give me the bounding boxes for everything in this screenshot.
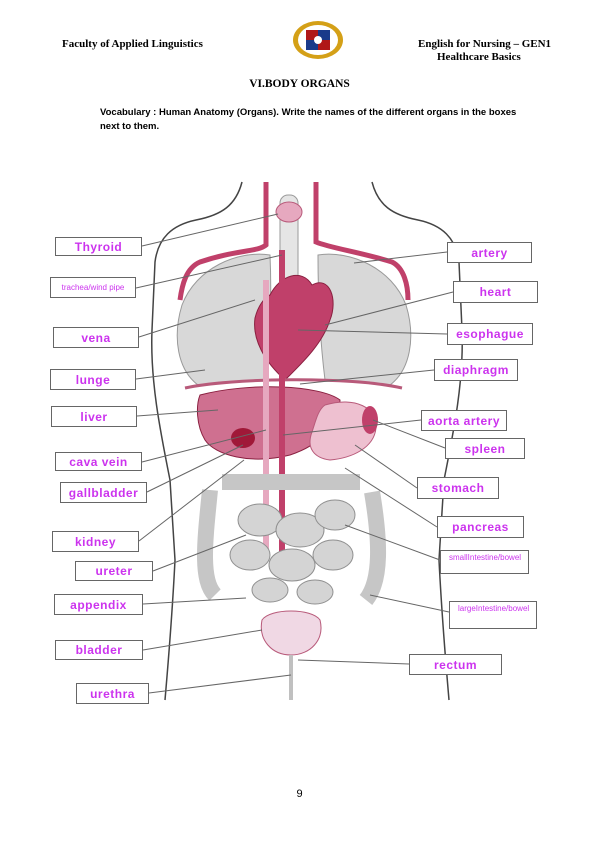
- major-vessels: [177, 182, 411, 301]
- label-stomach[interactable]: stomach: [417, 477, 499, 499]
- large-intestine: [197, 474, 387, 605]
- lungs: [176, 253, 412, 386]
- label-large-intestine-line1: large: [458, 604, 476, 613]
- gallbladder-shape: [231, 428, 255, 448]
- faculty-logo: [293, 21, 343, 59]
- label-bladder[interactable]: bladder: [55, 640, 143, 660]
- thyroid-gland: [275, 201, 303, 223]
- label-large-intestine-line2: Intestine/bowel: [475, 604, 530, 613]
- label-kidney[interactable]: kidney: [52, 531, 139, 552]
- label-cava-vein[interactable]: cava vein: [55, 452, 142, 471]
- label-esophague[interactable]: esophague: [447, 323, 533, 345]
- label-appendix[interactable]: appendix: [54, 594, 143, 615]
- label-thyroid[interactable]: Thyroid: [55, 237, 142, 256]
- label-vena[interactable]: vena: [53, 327, 139, 348]
- label-trachea[interactable]: trachea/wind pipe: [50, 277, 136, 298]
- label-pancreas[interactable]: pancreas: [437, 516, 524, 538]
- header-left: Faculty of Applied Linguistics: [62, 38, 203, 50]
- diaphragm-line: [184, 378, 403, 390]
- label-rectum[interactable]: rectum: [409, 654, 502, 675]
- label-aorta-artery[interactable]: aorta artery: [421, 410, 507, 431]
- label-artery[interactable]: artery: [447, 242, 532, 263]
- small-intestine: [229, 499, 356, 605]
- label-small-intestine-line2: Intestine/bowel: [467, 553, 522, 562]
- bladder-shape: [260, 610, 322, 656]
- label-small-intestine[interactable]: small Intestine/bowel: [440, 550, 529, 574]
- label-spleen[interactable]: spleen: [445, 438, 525, 459]
- label-lunge[interactable]: lunge: [50, 369, 136, 390]
- label-urethra[interactable]: urethra: [76, 683, 149, 704]
- section-title: VI.BODY ORGANS: [249, 78, 350, 90]
- page-number: 9: [296, 788, 303, 800]
- header-right-line2: Healthcare Basics: [437, 51, 521, 63]
- label-ureter[interactable]: ureter: [75, 561, 153, 581]
- header-right-line1: English for Nursing – GEN1: [418, 38, 552, 50]
- label-liver[interactable]: liver: [51, 406, 137, 427]
- torso-outline: [150, 181, 464, 701]
- heart-shape: [254, 275, 334, 381]
- spleen-shape: [362, 406, 378, 434]
- leader-lines: [135, 213, 454, 694]
- label-large-intestine[interactable]: large Intestine/bowel: [449, 601, 537, 629]
- label-gallbladder[interactable]: gallbladder: [60, 482, 147, 503]
- label-small-intestine-line1: small: [449, 553, 468, 562]
- label-heart[interactable]: heart: [453, 281, 538, 303]
- instruction-text: Vocabulary : Human Anatomy (Organs). Wri…: [100, 107, 517, 132]
- label-diaphragm[interactable]: diaphragm: [434, 359, 518, 381]
